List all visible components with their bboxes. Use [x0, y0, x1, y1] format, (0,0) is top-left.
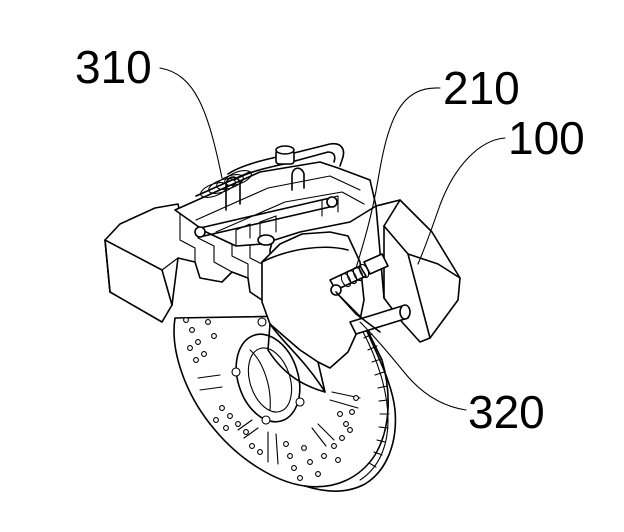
ref-label-310: 310: [75, 41, 152, 93]
leader-320: [359, 321, 467, 411]
leader-lines: [159, 67, 506, 411]
disc-vent-slots: [363, 333, 390, 468]
leader-210: [355, 87, 441, 269]
caliper-body: [104, 142, 377, 393]
block-100: [349, 199, 461, 343]
ref-label-320: 320: [468, 386, 545, 438]
leader-310: [159, 67, 223, 179]
ref-label-210: 210: [443, 62, 520, 114]
spring-310: [195, 170, 252, 198]
adjuster-320: [335, 291, 381, 333]
adjuster-210: [329, 253, 389, 296]
ref-label-100: 100: [508, 112, 585, 164]
disc-drilled-holes: [183, 317, 359, 481]
leader-100: [417, 137, 506, 265]
